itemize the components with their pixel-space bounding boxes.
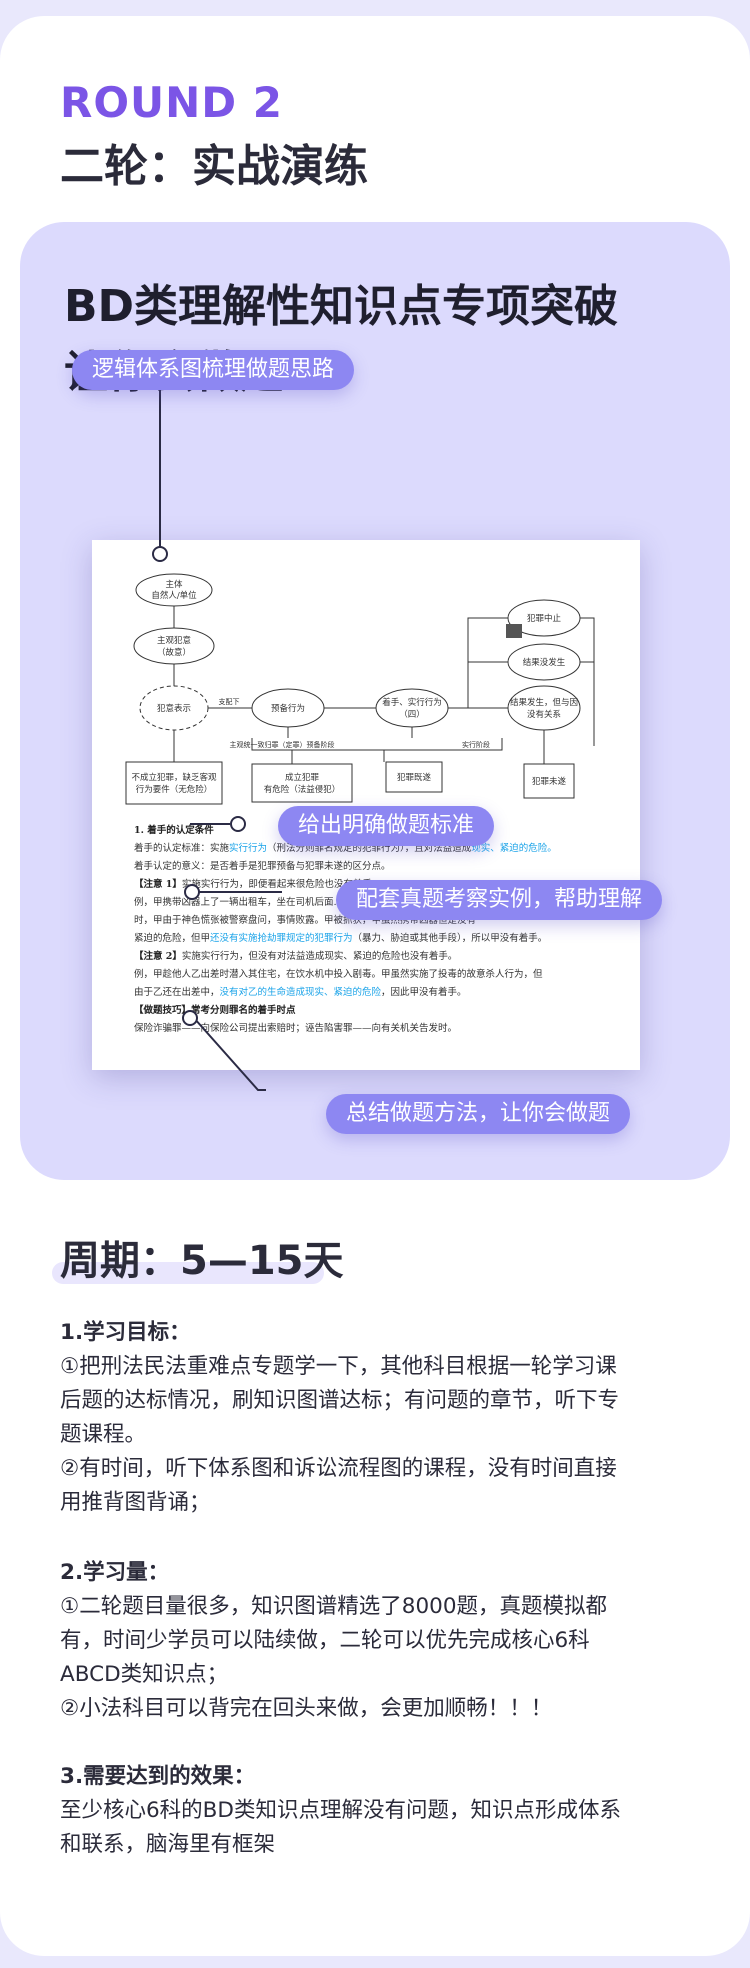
- document-sample: 主体 自然人/单位 主观犯意 （故意） 犯意表示 支配下 预备行为 着手、实行行…: [92, 540, 640, 1070]
- edge-support: 支配下: [219, 697, 240, 706]
- doc-line-1: 1. 着手的认定条件: [134, 825, 214, 836]
- node-result-l2: 没有关系: [527, 709, 561, 720]
- doc-line-2c: （刑法分则罪名规定的犯罪行为），且对法益造成: [267, 843, 472, 854]
- effect-p1-line1: 至少核心6科的BD类知识点理解没有问题，知识点形成体系: [60, 1798, 621, 1823]
- doc-line-8a: 【注意 2】: [134, 951, 182, 962]
- callout-method-summary: 总结做题方法，让你会做题: [326, 1094, 631, 1134]
- node-attempt: 犯罪未遂: [532, 776, 567, 787]
- effect-section: 3.需要达到的效果： 至少核心6科的BD类知识点理解没有问题，知识点形成体系 和…: [60, 1760, 690, 1862]
- doc-line-10a: 由于乙还在出差中，: [134, 987, 220, 998]
- doc-line-2d: 现实、紧迫的危险。: [471, 843, 557, 854]
- doc-line-8: 【注意 2】实施实行行为，但没有对法益造成现实、紧迫的危险也没有着手。: [134, 948, 624, 966]
- calculator-icon: [506, 624, 522, 638]
- node-stop: 犯罪中止: [527, 613, 562, 624]
- node-not-crime-l2: 行为要件（无危险）: [136, 784, 213, 795]
- goal-p1-line2: 后题的达标情况，刷知识图谱达标；有问题的章节，听下专: [60, 1388, 620, 1413]
- node-subjective-l1: 主观犯意: [157, 635, 191, 646]
- doc-line-5: 例，甲携带凶器上了一辆出租车，坐在司机后面……: [134, 897, 353, 908]
- node-no-result: 结果没发生: [523, 657, 566, 668]
- document-text: 1. 着手的认定条件 着手的认定标准：实施实行行为（刑法分则罪名规定的犯罪行为）…: [134, 822, 624, 1038]
- flowchart: 主体 自然人/单位 主观犯意 （故意） 犯意表示 支配下 预备行为 着手、实行行…: [125, 573, 595, 805]
- goal-p2-line2: 用推背图背诵；: [60, 1490, 211, 1515]
- feature-panel: BD类理解性知识点专项突破 让你会做题: [20, 222, 730, 1180]
- phase-prepare: 主观统一致归罪（定罪）预备阶段: [230, 740, 335, 749]
- doc-line-6: 时，甲由于神色慌张被警察盘问，事情败露。甲被抓获，甲虽然携带凶器但是没有: [134, 915, 477, 926]
- doc-line-4b: 实施实行行为，即便看起来很危险也没有着手。: [181, 879, 382, 890]
- node-start-l2: （四）: [399, 709, 425, 720]
- amount-p1-line2: 有，时间少学员可以陆续做，二轮可以优先完成核心6科: [60, 1628, 590, 1653]
- doc-line-7: 紧迫的危险，但甲还没有实施抢劫罪规定的犯罪行为（暴力、胁迫或其他手段），所以甲没…: [134, 930, 624, 948]
- doc-line-7b: 还没有实施抢劫罪规定的犯罪行为: [210, 933, 353, 944]
- node-not-crime-l1: 不成立犯罪，缺乏客观: [131, 772, 217, 783]
- doc-line-2: 着手的认定标准：实施实行行为（刑法分则罪名规定的犯罪行为），且对法益造成现实、紧…: [134, 840, 624, 858]
- doc-line-11: 【做题技巧】常考分则罪名的着手时点: [134, 1002, 624, 1020]
- node-intent: 犯意表示: [157, 703, 191, 714]
- period-title-highlight: [52, 1262, 324, 1284]
- goal-p1-line3: 题课程。: [60, 1422, 147, 1447]
- goal-section: 1.学习目标： ①把刑法民法重难点专题学一下，其他科目根据一轮学习课 后题的达标…: [60, 1316, 690, 1520]
- goal-p2-line1: ②有时间，听下体系图和诉讼流程图的课程，没有时间直接: [60, 1456, 617, 1481]
- amount-p1-line1: ①二轮题目量很多，知识图谱精选了8000题，真题模拟都: [60, 1594, 607, 1619]
- doc-line-2a: 着手的认定标准：实施: [134, 843, 230, 854]
- doc-line-4: 【注意 1】实施实行行为，即便看起来很危险也没有着手。: [134, 876, 624, 894]
- doc-line-8b: 实施实行行为，但没有对法益造成现实、紧迫的危险也没有着手。: [181, 951, 458, 962]
- amount-p1-line3: ABCD类知识点；: [60, 1662, 229, 1687]
- period-title: 周期：5—15天: [60, 1238, 344, 1284]
- amount-heading: 2.学习量：: [60, 1560, 170, 1585]
- doc-line-12: 保险诈骗罪——向保险公司提出索赔时；诬告陷害罪——向有关机关告发时。: [134, 1023, 458, 1034]
- effect-heading: 3.需要达到的效果：: [60, 1764, 256, 1789]
- node-prepare: 预备行为: [271, 703, 305, 714]
- doc-line-10: 由于乙还在出差中，没有对乙的生命造成现实、紧迫的危险，因此甲没有着手。: [134, 984, 624, 1002]
- node-subject-l1: 主体: [165, 579, 183, 590]
- amount-section: 2.学习量： ①二轮题目量很多，知识图谱精选了8000题，真题模拟都 有，时间少…: [60, 1556, 690, 1726]
- doc-line-3: 着手认定的意义：是否着手是犯罪预备与犯罪未遂的区分点。: [134, 861, 391, 872]
- goal-heading: 1.学习目标：: [60, 1320, 191, 1345]
- node-result-l1: 结果发生，但与因: [510, 697, 578, 708]
- doc-line-4a: 【注意 1】: [134, 879, 182, 890]
- doc-line-7a: 紧迫的危险，但甲: [134, 933, 211, 944]
- doc-line-7c: （暴力、胁迫或其他手段），所以甲没有着手。: [352, 933, 548, 944]
- callout-clear-standard: 给出明确做题标准: [278, 806, 495, 846]
- round-label: ROUND 2: [60, 78, 284, 127]
- amount-p2-line1: ②小法科目可以背完在回头来做，会更加顺畅！！！: [60, 1696, 553, 1721]
- callout-logic-diagram: 逻辑体系图梳理做题思路: [72, 350, 355, 390]
- callout-real-examples: 配套真题考察实例，帮助理解: [336, 880, 663, 920]
- node-finished: 犯罪既遂: [397, 772, 432, 783]
- doc-line-10c: ，因此甲没有着手。: [381, 987, 467, 998]
- goal-p1-line1: ①把刑法民法重难点专题学一下，其他科目根据一轮学习课: [60, 1354, 617, 1379]
- panel-title-line1: BD类理解性知识点专项突破: [64, 281, 619, 332]
- node-crime-l2: 有危险（法益侵犯）: [264, 784, 341, 795]
- phase-exec: 实行阶段: [462, 740, 490, 749]
- node-crime-l1: 成立犯罪: [285, 772, 320, 783]
- node-subject-l2: 自然人/单位: [151, 590, 197, 601]
- doc-line-9: 例，甲趁他人乙出差时潜入其住宅，在饮水机中投入剧毒。甲虽然实施了投毒的故意杀人行…: [134, 969, 543, 980]
- doc-line-11a: 【做题技巧】: [134, 1005, 192, 1016]
- round-title: 二轮：实战演练: [60, 141, 368, 192]
- effect-p1-line2: 和联系，脑海里有框架: [60, 1832, 276, 1857]
- node-start-l1: 着手、实行行为: [382, 697, 442, 708]
- doc-line-2b: 实行行为: [229, 843, 268, 854]
- doc-line-11b: 常考分则罪名的着手时点: [191, 1005, 296, 1016]
- doc-line-10b: 没有对乙的生命造成现实、紧迫的危险: [219, 987, 382, 998]
- node-subjective-l2: （故意）: [157, 647, 191, 658]
